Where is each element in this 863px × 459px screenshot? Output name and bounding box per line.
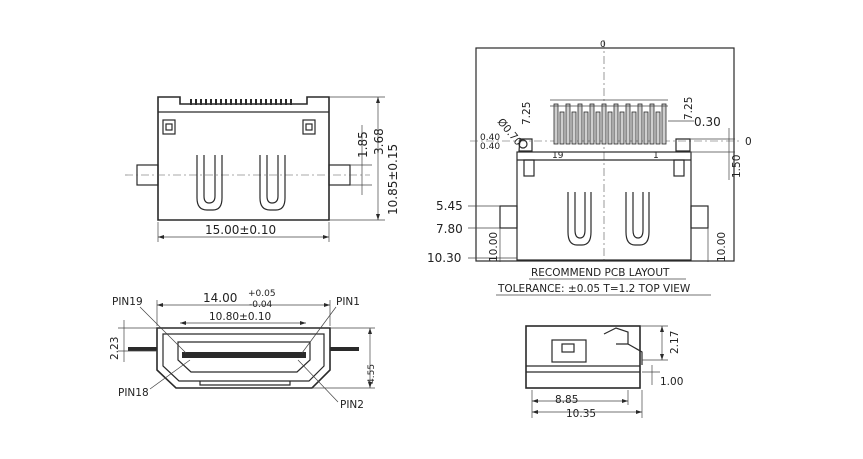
- dim-1000-right: 10.00: [716, 232, 728, 262]
- dim-1000-left: 10.00: [488, 232, 500, 262]
- label-pin2: PIN2: [340, 399, 364, 411]
- dim-outer-width: 14.00: [203, 291, 237, 305]
- dim-725-right: 7.25: [683, 97, 695, 120]
- dim-368: 3.68: [372, 128, 386, 155]
- dim-pitch: 0.30: [694, 115, 721, 129]
- dim-width: 15.00±0.10: [205, 223, 276, 237]
- label-pin18: PIN18: [118, 387, 149, 399]
- dim-height-left: 2.23: [109, 337, 121, 360]
- dim-height: 10.85±0.15: [386, 144, 400, 215]
- dim-zero-top: 0: [600, 40, 606, 50]
- label-pin1: PIN1: [336, 296, 360, 308]
- dim-780: 7.80: [436, 222, 463, 236]
- front-view: 14.00 +0.05 -0.04 10.80±0.10 2.23 4.55 P…: [109, 289, 377, 411]
- pcb-pad-array: [553, 103, 667, 145]
- pin-1-label: 1: [653, 151, 659, 161]
- dim-1030: 10.30: [427, 251, 461, 265]
- dim-tol-plus: +0.05: [248, 289, 276, 299]
- dim-height-right: 4.55: [367, 364, 377, 384]
- dim-100: 1.00: [660, 376, 683, 388]
- dim-040-b: 0.40: [480, 142, 500, 152]
- dim-217: 2.17: [669, 331, 681, 354]
- dim-inner-width: 10.80±0.10: [209, 311, 271, 323]
- dim-150: 1.50: [731, 155, 743, 178]
- label-pin19: PIN19: [112, 296, 143, 308]
- top-view: 15.00±0.10 10.85±0.15 3.68 1.85: [125, 96, 400, 242]
- dim-725-left: 7.25: [521, 102, 533, 125]
- dim-545: 5.45: [436, 199, 463, 213]
- dim-1035: 10.35: [566, 408, 596, 420]
- pcb-layout: Ø0.70 7.25 7.25 0.30 0 0 0.40 0.40 19 1 …: [427, 40, 752, 296]
- pin-19-label: 19: [552, 151, 564, 161]
- top-pin-row: [190, 99, 292, 105]
- pcb-caption: RECOMMEND PCB LAYOUT: [531, 267, 670, 279]
- dim-tol-minus: -0.04: [249, 300, 273, 310]
- dim-885: 8.85: [555, 394, 578, 406]
- dim-185: 1.85: [356, 131, 370, 158]
- dim-zero-right: 0: [745, 136, 752, 148]
- side-view: 2.17 1.00 8.85 10.35: [525, 325, 683, 420]
- pcb-tolerance: TOLERANCE: ±0.05 T=1.2 TOP VIEW: [497, 283, 691, 295]
- dim-040-a: 0.40: [480, 133, 500, 143]
